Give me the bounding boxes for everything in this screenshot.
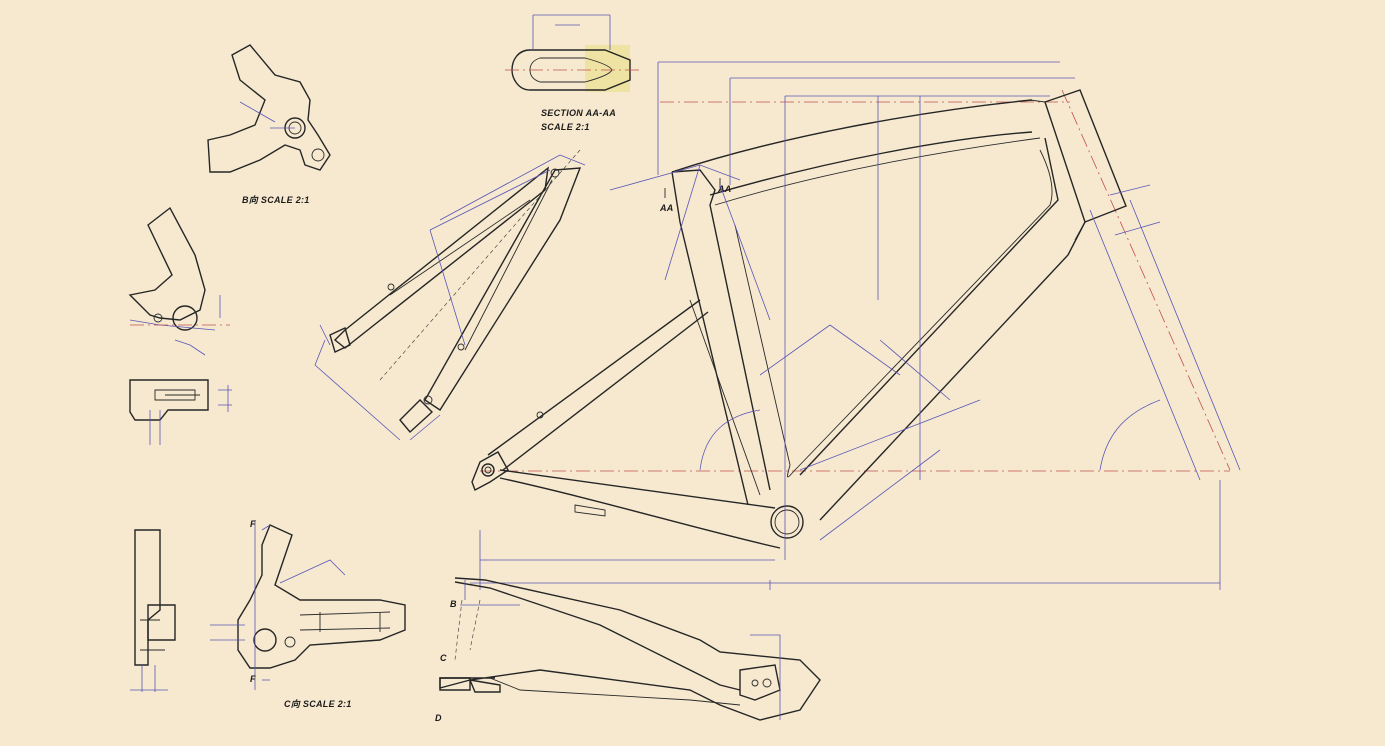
section-aa-view: SECTION AA-AA SCALE 2:1 [505,14,640,132]
view-b-label: B向 SCALE 2:1 [242,195,310,205]
view-mark-c: C [440,653,447,663]
chain-stay-assembly-view: B C D [435,577,821,723]
view-mark-d: D [435,713,442,723]
view-c-mark-f-bottom: F [250,674,256,684]
dropout-end-detail [130,529,176,692]
dropout-profile-detail [129,379,232,445]
frame-dimensions [470,61,1241,590]
rear-dropout [471,451,509,491]
section-fill [585,45,630,92]
view-mark-b: B [450,599,457,609]
view-b-detail: B向 SCALE 2:1 [207,44,331,205]
chain-stay [499,469,781,549]
view-c-detail: F F C向 SCALE 2:1 [210,519,406,709]
bottom-bracket [770,505,804,539]
seat-stay-assembly-view [314,149,586,441]
top-tube [671,99,1041,206]
down-tube [734,137,1086,521]
main-frame-view: AA AA [470,61,1241,590]
section-mark-aa-left: AA [659,203,674,213]
view-c-label: C向 SCALE 2:1 [284,699,352,709]
seat-tube [671,169,771,506]
section-aa-title: SECTION AA-AA [541,108,616,118]
seat-stay [487,299,709,471]
view-c-mark-f-top: F [250,519,256,529]
section-aa-scale: SCALE 2:1 [541,122,590,132]
head-tube [1029,89,1127,241]
dropout-side-detail [128,206,230,356]
section-mark-aa-right: AA [717,184,732,194]
